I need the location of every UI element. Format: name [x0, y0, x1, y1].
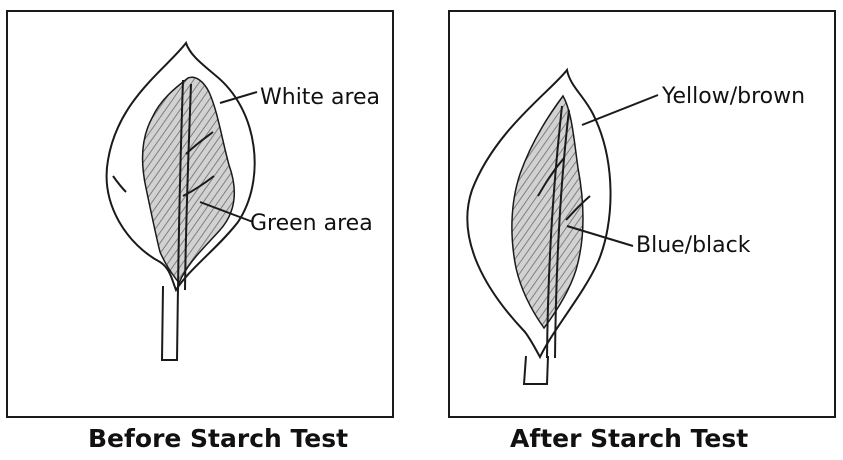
before-petiole [162, 286, 178, 360]
after-caption: After Starch Test [510, 424, 748, 453]
before-caption: Before Starch Test [88, 424, 348, 453]
before-top-label: White area [260, 85, 380, 110]
after-middle-label: Blue/black [636, 233, 751, 258]
after-leaf [467, 70, 610, 384]
after-top-label: Yellow/brown [661, 84, 805, 109]
before-leaf [107, 43, 255, 360]
after-petiole [524, 356, 548, 384]
before-middle-label: Green area [250, 211, 373, 236]
after-top-pointer [582, 95, 658, 125]
before-leaf-notch [113, 176, 126, 192]
